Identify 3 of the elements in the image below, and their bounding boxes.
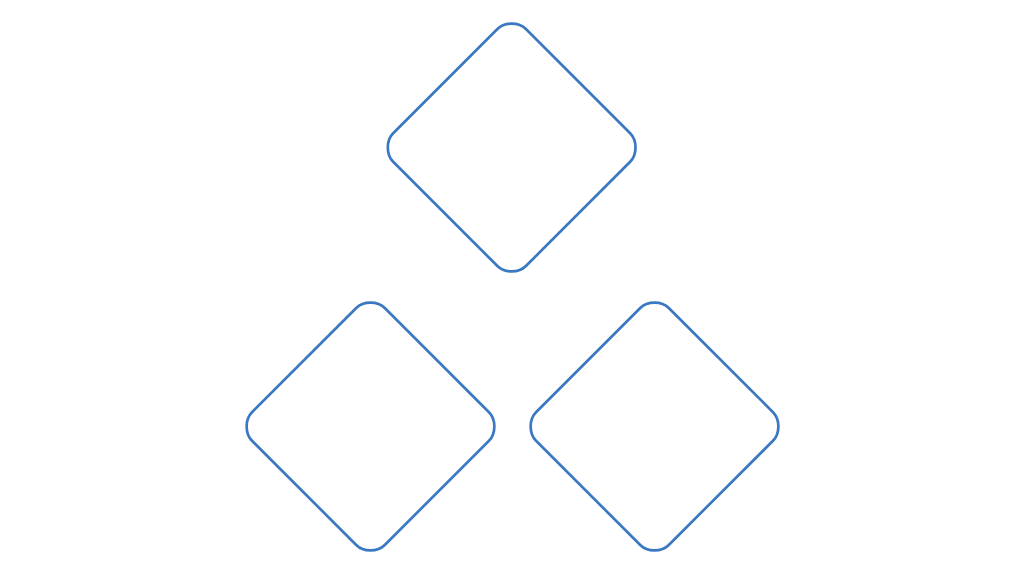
node-diamond <box>528 301 780 552</box>
node-diamond <box>385 22 637 273</box>
node-diamond <box>244 301 496 552</box>
